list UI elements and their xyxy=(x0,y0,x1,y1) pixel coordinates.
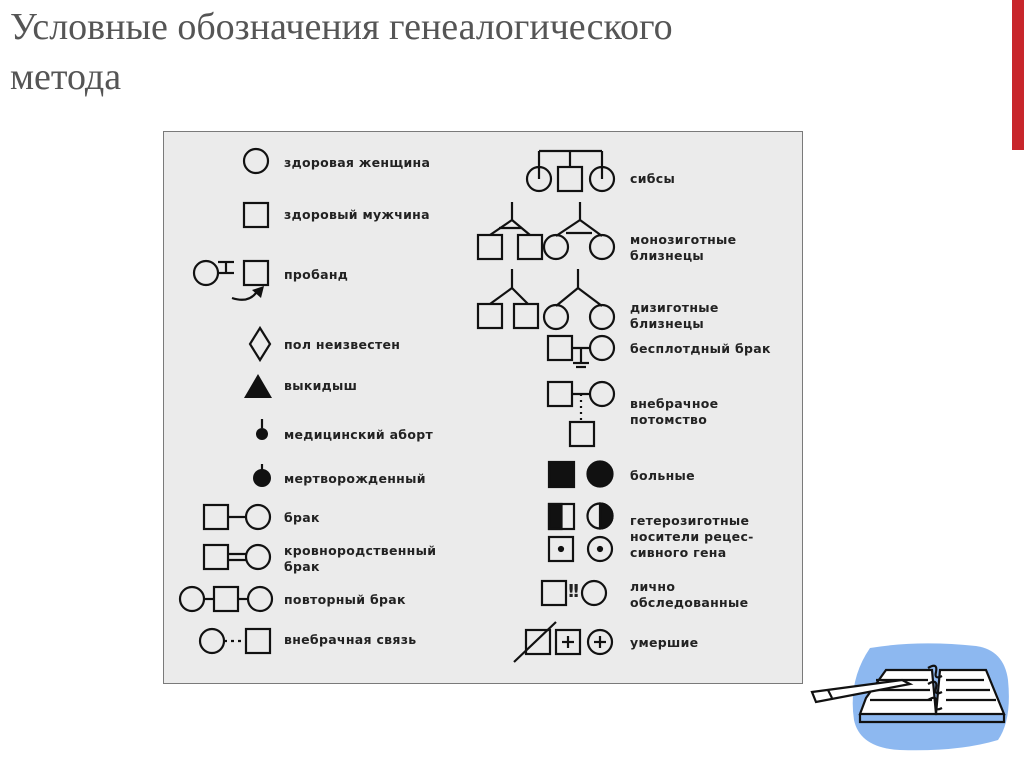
childless-marriage-icon xyxy=(546,334,616,369)
marriage-icon xyxy=(202,503,272,531)
stillborn-icon xyxy=(253,464,271,487)
slide-title: Условные обозначения генеалогического мет… xyxy=(10,2,970,102)
label-heterozygous-carriers-1: гетерозиготные xyxy=(630,513,750,528)
label-proband: пробанд xyxy=(284,267,349,282)
legend-symbols xyxy=(178,147,616,663)
label-sex-unknown: пол неизвестен xyxy=(284,337,401,352)
personally-examined-icon xyxy=(540,579,608,607)
label-personally-examined-1: лично xyxy=(630,579,676,594)
label-dizygotic-twins-1: дизиготные xyxy=(630,300,719,315)
label-affected: больные xyxy=(630,468,695,483)
label-monozygotic-twins-2: близнецы xyxy=(630,248,704,263)
book-pencil-icon xyxy=(810,643,1009,751)
miscarriage-triangle-icon xyxy=(244,374,272,398)
label-dizygotic-twins-2: близнецы xyxy=(630,316,704,331)
remarriage-icon xyxy=(178,585,274,613)
legend-panel: ! ! здоровая женщина здоровый мужчина пр… xyxy=(163,131,803,684)
label-healthy-male: здоровый мужчина xyxy=(284,207,430,222)
extramarital-offspring-icon xyxy=(546,380,616,448)
examined-mark-square: ! xyxy=(567,581,576,602)
label-marriage: брак xyxy=(284,510,320,525)
proband-icon xyxy=(192,259,270,301)
sex-unknown-diamond-icon xyxy=(248,325,272,363)
heterozygous-carriers-icon xyxy=(547,502,614,563)
medical-abortion-icon xyxy=(256,419,268,440)
label-heterozygous-carriers-2: носители рецес- xyxy=(630,529,754,544)
slide-title-line-1: Условные обозначения генеалогического xyxy=(10,6,673,48)
healthy-male-square-icon xyxy=(242,201,270,229)
label-heterozygous-carriers-3: сивного гена xyxy=(630,545,727,560)
label-stillborn: мертворожденный xyxy=(284,471,426,486)
label-extramarital-relation: внебрачная связь xyxy=(284,632,417,647)
label-personally-examined-2: обследованные xyxy=(630,595,749,610)
siblings-icon xyxy=(525,149,616,193)
slide-title-line-2: метода xyxy=(10,56,122,98)
healthy-female-circle-icon xyxy=(242,147,270,175)
examined-mark-circle: ! xyxy=(572,581,581,602)
label-consanguineous-marriage-1: кровнородственный xyxy=(284,543,437,558)
label-childless-marriage: бесплотдный брак xyxy=(630,341,771,356)
affected-icon xyxy=(547,460,614,489)
dizygotic-twins-icon xyxy=(476,269,616,331)
consanguineous-marriage-icon xyxy=(202,543,272,571)
deceased-icon xyxy=(513,621,614,663)
label-miscarriage: выкидыш xyxy=(284,378,358,393)
accent-bar xyxy=(1012,0,1024,150)
monozygotic-twins-icon xyxy=(476,202,616,261)
label-monozygotic-twins-1: монозиготные xyxy=(630,232,737,247)
label-deceased: умершие xyxy=(630,635,699,650)
label-medical-abortion: медицинский аборт xyxy=(284,427,434,442)
label-extramarital-offspring-1: внебрачное xyxy=(630,396,719,411)
extramarital-relation-icon xyxy=(198,627,272,655)
label-healthy-female: здоровая женщина xyxy=(284,155,431,170)
label-remarriage: повторный брак xyxy=(284,592,406,607)
label-extramarital-offspring-2: потомство xyxy=(630,412,708,427)
label-siblings: сибсы xyxy=(630,171,676,186)
label-consanguineous-marriage-2: брак xyxy=(284,559,320,574)
